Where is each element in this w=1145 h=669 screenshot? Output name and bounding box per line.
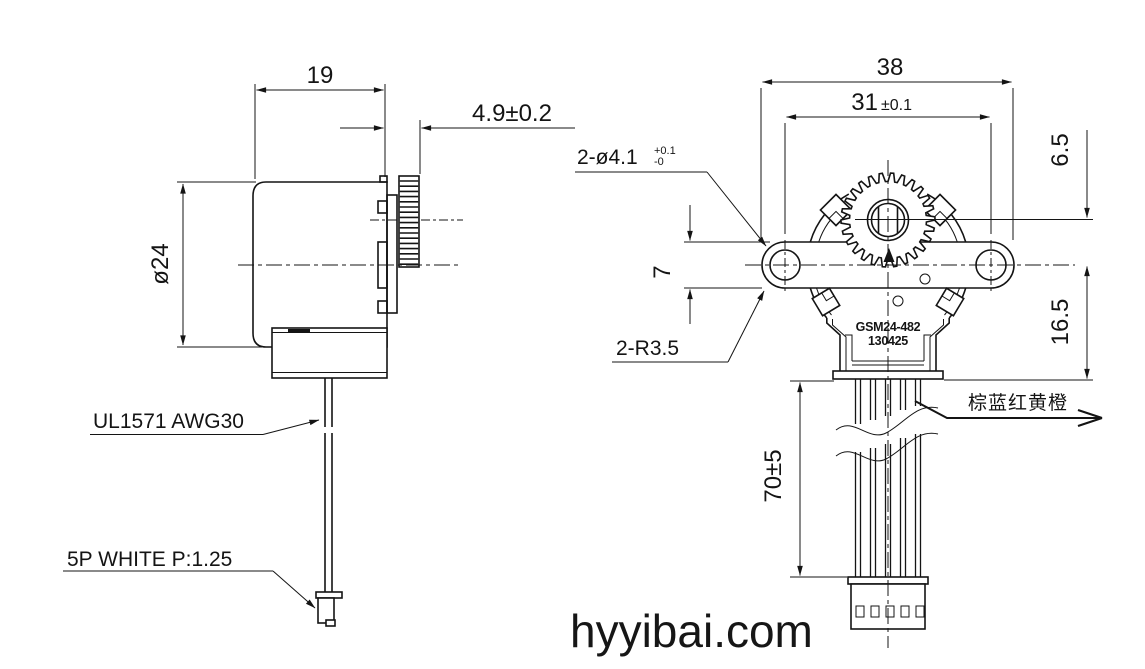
stamp-model-text: GSM24-482 [856,320,921,334]
bearing-boss-side [379,175,388,183]
callout-mounting-holes: 2-ø4.1 +0.1 -0 [575,145,767,247]
dim-4-9-text: 4.9±0.2 [472,100,552,127]
bottom-neck [826,318,950,380]
wire-colors-label: 棕蓝红黄橙 [968,392,1068,414]
pinion-gear-side [398,175,420,268]
small-hole-1 [919,273,931,285]
crimp-tab-side-bottom [377,300,388,314]
connector-label: 5P WHITE P:1.25 [67,548,232,571]
mount-plate-side [386,194,398,314]
motor-body-side [252,181,388,348]
dim-center-to-bottom: 16.5 [944,266,1093,381]
dim-31-text: 31 [851,89,878,116]
dim-31-tol-text: ±0.1 [881,97,912,114]
small-hole-2 [892,295,904,307]
ear-right [990,241,1015,289]
dim-16-5-text: 16.5 [1047,299,1074,346]
dim-body-diameter: ø24 [147,181,262,348]
lead-wire-side [324,378,333,592]
watermark-text: hyyibai.com [570,605,813,657]
terminal-housing-side [271,327,388,379]
crimp-tab-side-top [377,200,388,214]
dim-7-text: 7 [649,265,676,278]
connector-pin-windows [855,605,925,618]
connector-side [315,591,343,627]
ear-left [761,241,786,289]
dim-ear-height: 7 [649,205,770,324]
lead-wire-label: UL1571 AWG30 [93,410,244,433]
holes-tol-minus: -0 [654,156,664,168]
front-view: GSM24-482 130425 38 31 ±0.1 2-ø4.1 +0.1 [575,54,1103,648]
holes-label: 2-ø4.1 [577,146,638,169]
dim-38-text: 38 [877,54,904,81]
callout-ear-radius: 2-R3.5 [612,290,765,363]
dim-body-length: 19 [254,62,386,179]
holes-tol-plus: +0.1 [654,145,676,157]
wire-break-lower [835,432,939,462]
dim-o24-text: ø24 [147,243,174,284]
dim-overall-width: 38 [760,54,1014,240]
callout-wire-colors: 棕蓝红黄橙 [914,392,1103,428]
dim-19-text: 19 [307,62,334,89]
wire-bundle [854,379,922,577]
side-view: 19 4.9±0.2 ø24 UL1571 AWG30 5P WHITE P:1… [63,62,575,627]
index-mark [883,248,895,262]
housing-slot [288,329,310,333]
dim-gear-width: 4.9±0.2 [340,100,575,174]
dim-6-5-text: 6.5 [1047,133,1074,166]
ear-radius-label: 2-R3.5 [616,337,679,360]
callout-lead-wire: UL1571 AWG30 [90,410,320,435]
dim-shaft-to-center: 6.5 [1047,130,1090,218]
dim-70-5-text: 70±5 [760,449,787,502]
wire-break-upper [835,406,939,436]
callout-connector: 5P WHITE P:1.25 [63,548,316,609]
pinion-teeth [399,180,419,266]
dim-hole-spacing: 31 ±0.1 [784,89,992,234]
dim-wire-length: 70±5 [760,380,847,578]
